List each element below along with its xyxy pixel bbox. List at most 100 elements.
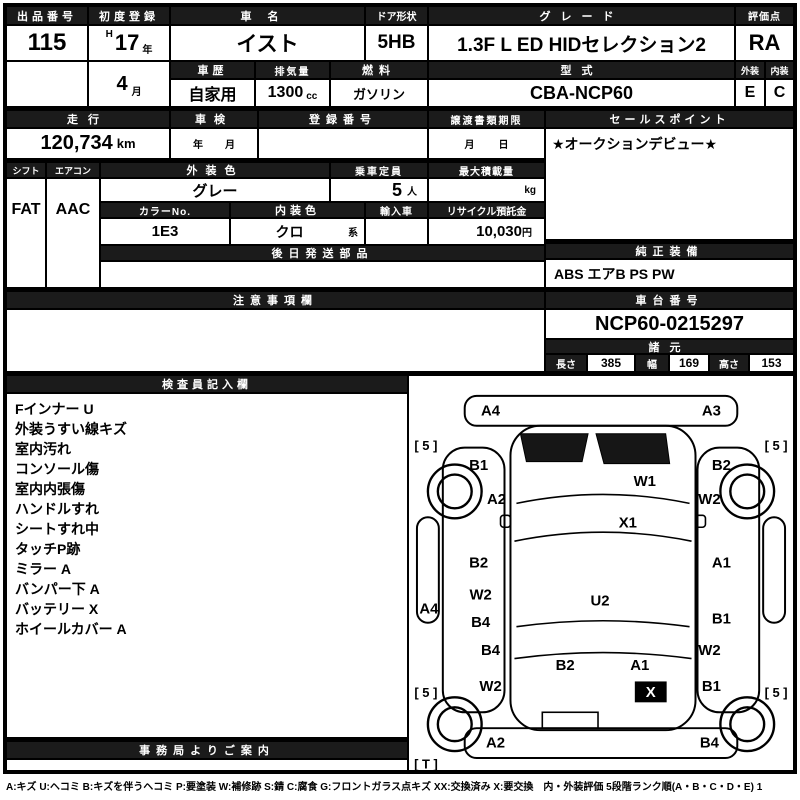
rear-left-wheel <box>426 696 483 753</box>
first-reg-year-value: H 17 年 <box>88 25 170 61</box>
year-unit: 年 <box>142 45 153 56</box>
registration-no-header: 登録番号 <box>258 110 428 128</box>
right-mirror-shape <box>694 514 707 529</box>
dimensions-header: 諸元 <box>545 339 794 354</box>
damage-marker: A3 <box>702 402 721 419</box>
transfer-month-unit: 月 <box>464 140 475 151</box>
inspector-note-item: シートすれ中 <box>15 521 99 537</box>
length-label: 長さ <box>545 354 587 372</box>
registration-no-value <box>258 128 428 159</box>
first-reg-month-value: 4 月 <box>88 61 170 107</box>
shift-header: シフト <box>6 162 46 178</box>
tire-grade-label: [ 5 ] <box>765 438 788 453</box>
front-right-wheel <box>719 463 776 520</box>
windshield-bottom-line <box>514 531 692 542</box>
front-bumper-shape <box>463 394 739 427</box>
displacement-header: 排気量 <box>255 61 330 79</box>
section-divider <box>6 738 408 741</box>
reg-month: 4 <box>116 72 128 95</box>
inspector-note-item: 室内内張傷 <box>15 481 85 497</box>
interior-color-header: 内装色 <box>230 202 365 218</box>
inspector-note-item: 室内汚れ <box>15 441 71 457</box>
car-name-header: 車名 <box>170 6 365 25</box>
inspector-note-item: バンパー下 A <box>15 581 100 597</box>
rear-window-bottom-line <box>514 651 692 660</box>
rear-window-top-line <box>516 619 690 628</box>
capacity-header: 乗車定員 <box>330 162 428 178</box>
max-load-unit: kg <box>524 184 536 196</box>
capacity-value: 5 人 <box>330 178 428 202</box>
mileage-unit: km <box>116 136 136 151</box>
windshield-top-line <box>516 493 690 505</box>
damage-marker: W2 <box>698 491 720 508</box>
sales-point-value: ★オークションデビュー★ <box>545 128 794 240</box>
section-divider <box>545 240 794 243</box>
inspection-year-unit: 年 <box>193 140 203 151</box>
reg-year: 17 <box>114 30 140 55</box>
capacity-number: 5 <box>391 179 402 200</box>
history-header: 車歴 <box>170 61 255 79</box>
color-no-value: 1E3 <box>100 218 230 245</box>
displacement-value: 1300 cc <box>255 79 330 107</box>
damage-marker: W1 <box>634 473 656 490</box>
car-name-value: イスト <box>170 25 365 61</box>
damage-marker: B4 <box>471 614 491 631</box>
damage-marker: W2 <box>698 642 720 659</box>
tire-grade-label: [ 5 ] <box>414 685 437 700</box>
inspector-note-item: Fインナー U <box>15 401 94 417</box>
damage-marker: A1 <box>712 555 731 572</box>
capacity-unit: 人 <box>407 186 417 198</box>
front-cowl-right-shape <box>595 433 671 465</box>
width-value: 169 <box>669 354 709 372</box>
first-reg-header: 初度登録 <box>88 6 170 25</box>
mileage-value: 120,734 km <box>6 128 170 159</box>
aircon-value: AAC <box>46 178 100 288</box>
exterior-color-header: 外装色 <box>100 162 330 178</box>
interior-color-name: クロ <box>275 223 304 240</box>
front-left-rim <box>436 473 473 510</box>
inspector-note-item: ハンドルすれ <box>15 501 99 517</box>
damage-marker: A1 <box>630 657 649 674</box>
import-header: 輸入車 <box>365 202 428 218</box>
interior-color-suffix: 系 <box>348 228 358 239</box>
recycle-deposit-value: 10,030 円 <box>428 218 545 245</box>
transfer-deadline-header: 譲渡書類期限 <box>428 110 545 128</box>
damage-marker: U2 <box>590 592 609 609</box>
rear-left-rim <box>436 706 473 743</box>
shift-value: FAT <box>6 178 46 288</box>
max-load-header: 最大積載量 <box>428 162 545 178</box>
car-body-shape <box>509 424 697 732</box>
left-side-panel-shape <box>441 446 506 714</box>
recycle-number: 10,030 <box>476 223 522 240</box>
damage-marker: W2 <box>469 586 491 603</box>
section-divider <box>6 107 794 110</box>
chassis-no-value: NCP60-0215297 <box>545 309 794 339</box>
mileage-number: 120,734 <box>40 132 113 154</box>
damage-marker: A2 <box>486 735 505 752</box>
inspector-note-item: タッチP跡 <box>15 541 81 557</box>
section-divider <box>6 288 794 291</box>
license-plate-shape <box>541 711 599 729</box>
inspector-header: 検査員記入欄 <box>6 375 408 393</box>
damage-marker: A2 <box>487 491 506 508</box>
later-parts-value <box>100 261 545 288</box>
grade-header: グレード <box>428 6 735 25</box>
front-cowl-left-shape <box>519 433 589 463</box>
model-code-value: CBA-NCP60 <box>428 79 735 107</box>
damage-marker: B2 <box>469 555 488 572</box>
tire-grade-label: [ 5 ] <box>765 685 788 700</box>
color-no-header: カラーNo. <box>100 202 230 218</box>
section-divider <box>6 159 545 162</box>
damage-marker: B1 <box>469 457 488 474</box>
chassis-no-header: 車台番号 <box>545 291 794 309</box>
width-label: 幅 <box>635 354 669 372</box>
exterior-color-value: グレー <box>100 178 330 202</box>
auction-no-empty-cell <box>6 61 88 107</box>
interior-grade-value: C <box>765 79 794 107</box>
right-sill-strip-shape <box>762 516 787 624</box>
rear-right-wheel <box>719 696 776 753</box>
damage-marker: B4 <box>700 735 720 752</box>
inspection-value: 年 月 <box>170 128 258 159</box>
